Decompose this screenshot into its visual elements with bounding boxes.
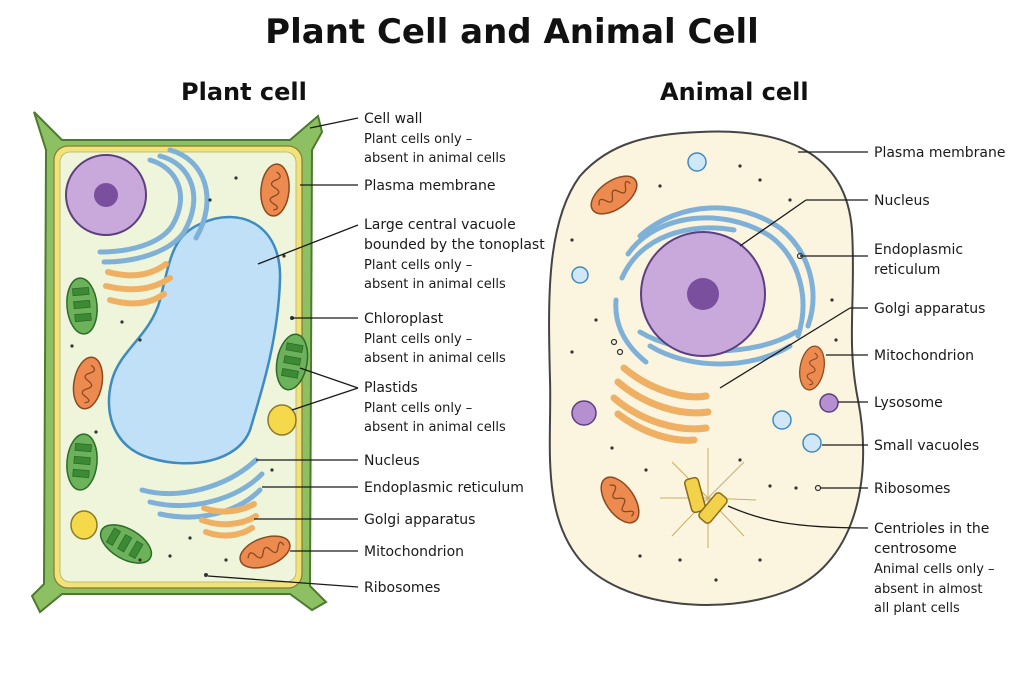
label-animal-er-2: reticulum: [874, 262, 940, 278]
note-plastids-2: absent in animal cells: [364, 420, 506, 435]
note-centrioles-2: absent in almost: [874, 582, 983, 597]
plant-cell-heading: Plant cell: [181, 78, 307, 106]
lysosome-1: [571, 400, 597, 426]
label-central-vacuole-2: bounded by the tonoplast: [364, 237, 545, 253]
small-vacuole-3: [772, 410, 792, 430]
label-animal-nucleus: Nucleus: [874, 193, 930, 209]
animal-golgi: [610, 364, 712, 444]
label-animal-plasma-membrane: Plasma membrane: [874, 145, 1005, 161]
small-vacuole-1: [687, 152, 707, 172]
label-plant-er: Endoplasmic reticulum: [364, 480, 524, 496]
label-plant-golgi: Golgi apparatus: [364, 512, 475, 528]
label-centrioles-2: centrosome: [874, 541, 957, 557]
animal-nucleus: [640, 231, 766, 357]
label-plant-ribosomes: Ribosomes: [364, 580, 440, 596]
page-title: Plant Cell and Animal Cell: [265, 12, 759, 52]
animal-labels: Plasma membrane Nucleus Endoplasmic reti…: [719, 145, 1005, 616]
plant-cell: [30, 111, 328, 614]
plant-labels: Cell wall Plant cells only – absent in a…: [207, 111, 545, 596]
label-animal-golgi: Golgi apparatus: [874, 301, 985, 317]
plastid-2: [70, 510, 98, 540]
label-plant-mitochondrion: Mitochondrion: [364, 544, 464, 560]
label-animal-mitochondrion: Mitochondrion: [874, 348, 974, 364]
label-plastids: Plastids: [364, 380, 418, 396]
label-lysosome: Lysosome: [874, 395, 943, 411]
note-centrioles-3: all plant cells: [874, 601, 960, 616]
label-central-vacuole-1: Large central vacuole: [364, 217, 516, 233]
animal-cell-heading: Animal cell: [660, 78, 809, 106]
plant-golgi-bottom: [199, 501, 259, 539]
small-vacuole-2: [571, 266, 589, 284]
plant-nucleus: [65, 154, 147, 236]
note-chloroplast-1: Plant cells only –: [364, 332, 472, 347]
animal-cell: [548, 130, 865, 606]
small-vacuole-4: [802, 433, 822, 453]
plant-golgi-top: [103, 261, 173, 307]
lysosome-2: [819, 393, 839, 413]
note-cell-wall-2: absent in animal cells: [364, 151, 506, 166]
note-cell-wall-1: Plant cells only –: [364, 132, 472, 147]
note-vacuole-2: absent in animal cells: [364, 277, 506, 292]
label-centrioles-1: Centrioles in the: [874, 521, 989, 537]
animal-ribosomes: [570, 164, 838, 582]
plant-er-bottom: [139, 457, 265, 520]
note-centrioles-1: Animal cells only –: [874, 562, 995, 577]
centrioles: [683, 476, 728, 524]
label-animal-ribosomes: Ribosomes: [874, 481, 950, 497]
note-vacuole-1: Plant cells only –: [364, 258, 472, 273]
plastid-1: [267, 404, 297, 436]
note-chloroplast-2: absent in animal cells: [364, 351, 506, 366]
label-chloroplast: Chloroplast: [364, 311, 444, 327]
note-plastids-1: Plant cells only –: [364, 401, 472, 416]
central-vacuole: [107, 215, 282, 465]
plant-er-top: [97, 147, 210, 265]
label-plant-plasma-membrane: Plasma membrane: [364, 178, 495, 194]
label-plant-nucleus: Nucleus: [364, 453, 420, 469]
plant-ribosomes: [70, 176, 294, 577]
label-animal-er-1: Endoplasmic: [874, 242, 963, 258]
label-cell-wall: Cell wall: [364, 111, 422, 127]
label-small-vacuoles: Small vacuoles: [874, 438, 979, 454]
